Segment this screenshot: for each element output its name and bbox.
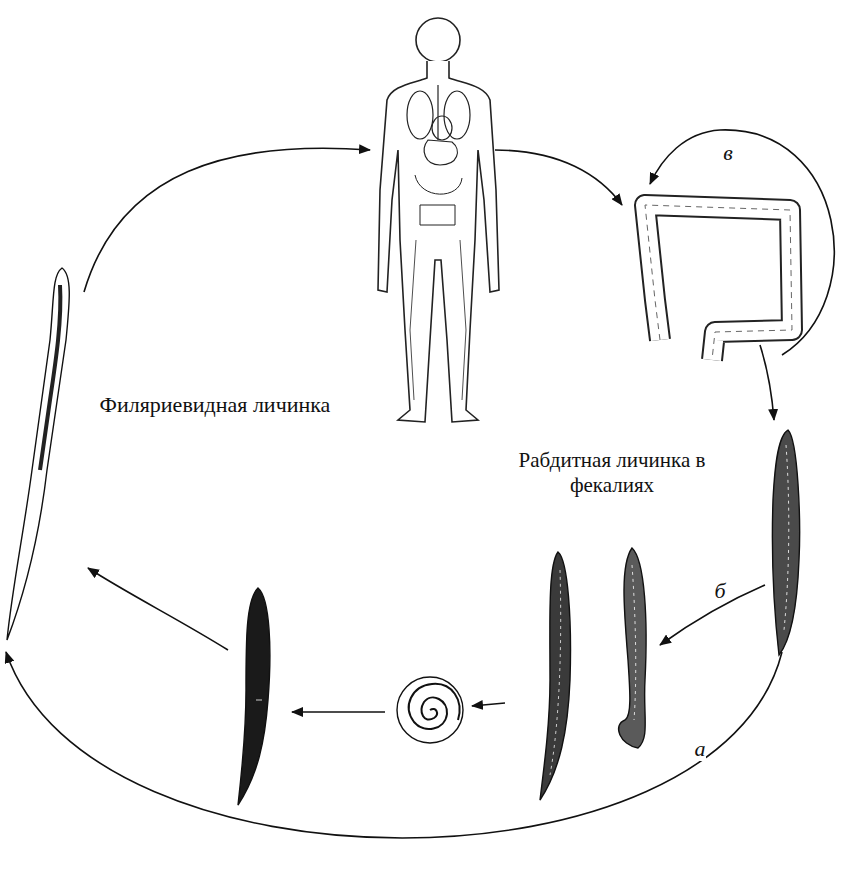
larva — [238, 588, 270, 805]
route-letter-text: б — [714, 578, 725, 603]
coiled-larva — [397, 677, 463, 743]
route-letter-text: в — [723, 140, 733, 165]
cycle-arrows — [6, 130, 834, 838]
rhabditiform-larva — [619, 548, 646, 748]
route-letter-text: а — [695, 736, 706, 761]
rhabditiform-larva — [772, 430, 799, 655]
stage-label-text: Филяриевидная личинка — [100, 392, 331, 417]
route-letter: б — [705, 578, 735, 604]
larvae — [7, 268, 800, 805]
stage-label: Рабдитная личинка в фекалиях — [512, 448, 712, 498]
rhabditiform-larva — [540, 552, 571, 800]
stage-label-text: Рабдитная личинка в фекалиях — [519, 448, 706, 497]
human-figure — [378, 18, 499, 422]
filariform-larva — [7, 268, 69, 640]
route-letter: в — [713, 140, 743, 166]
colon — [645, 205, 792, 360]
stage-label: Филяриевидная личинка — [90, 392, 340, 418]
route-letter: а — [685, 736, 715, 762]
